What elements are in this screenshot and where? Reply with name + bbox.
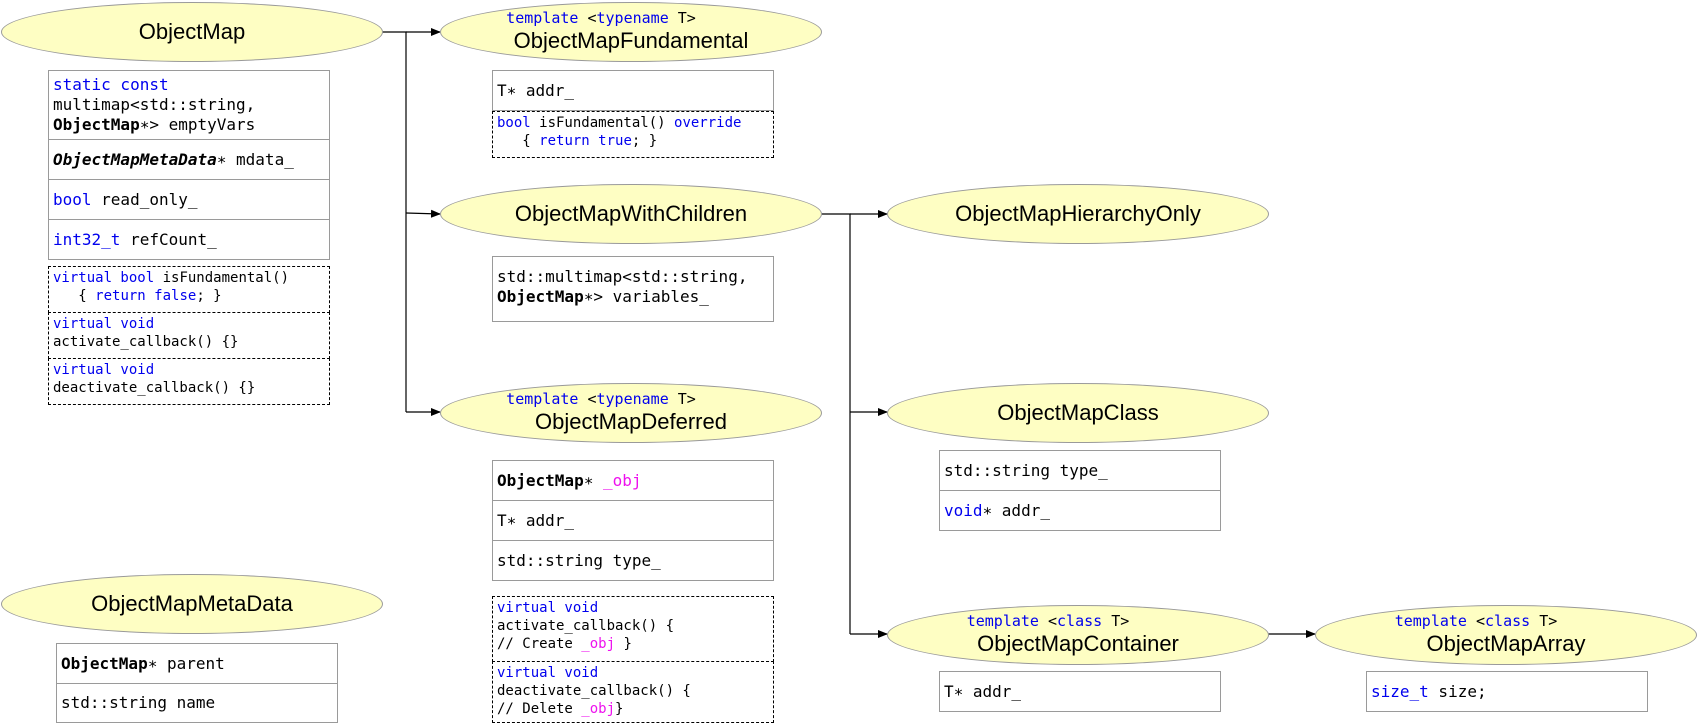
member-deferred-obj: ObjectMap∗ _obj: [492, 460, 774, 501]
connector-to-with-children: [405, 209, 441, 218]
member-array-size: size_t size;: [1366, 671, 1648, 712]
method-activate-callback: virtual void activate_callback() {}: [48, 312, 330, 359]
node-object-map-fundamental: template <typename T> ObjectMapFundament…: [440, 2, 822, 62]
node-title: ObjectMapClass: [997, 400, 1159, 425]
member-deferred-addr: T∗ addr_: [492, 500, 774, 541]
method-deactivate-callback: virtual void deactivate_callback() {}: [48, 358, 330, 405]
member-read-only: bool read_only_: [48, 179, 330, 220]
template-line: template <class T>: [966, 612, 1130, 630]
node-object-map: ObjectMap: [1, 2, 383, 62]
method-deferred-activate-callback: virtual void activate_callback() { // Cr…: [492, 596, 774, 662]
node-object-map-array: template <class T> ObjectMapArray: [1315, 605, 1697, 665]
node-title: ObjectMapArray: [1426, 631, 1586, 656]
member-meta-parent: ObjectMap∗ parent: [56, 643, 338, 684]
member-class-addr: void∗ addr_: [939, 490, 1221, 531]
node-object-map-hierarchy-only: ObjectMapHierarchyOnly: [887, 184, 1269, 244]
member-variables: std::multimap<std::string, ObjectMap∗> v…: [492, 256, 774, 322]
member-class-type: std::string type_: [939, 450, 1221, 491]
member-ref-count: int32_t refCount_: [48, 219, 330, 260]
method-is-fundamental: virtual bool isFundamental() { return fa…: [48, 266, 330, 313]
node-object-map-container: template <class T> ObjectMapContainer: [887, 605, 1269, 665]
template-line: template <class T>: [1394, 612, 1558, 630]
node-object-map-with-children: ObjectMapWithChildren: [440, 184, 822, 244]
node-title: ObjectMapContainer: [977, 631, 1179, 656]
member-mdata: ObjectMapMetaData∗ mdata_: [48, 139, 330, 180]
node-title: ObjectMapDeferred: [535, 409, 727, 434]
template-line: template <typename T>: [506, 9, 696, 27]
node-object-map-deferred: template <typename T> ObjectMapDeferred: [440, 383, 822, 443]
node-title: ObjectMapWithChildren: [514, 201, 748, 226]
member-fundamental-addr: T∗ addr_: [492, 70, 774, 111]
node-title: ObjectMapFundamental: [513, 28, 749, 53]
method-deferred-deactivate-callback: virtual void deactivate_callback() { // …: [492, 661, 774, 723]
member-empty-vars: static const multimap<std::string, Objec…: [48, 70, 330, 140]
connector-withchildren-trunk: [822, 213, 851, 634]
method-fundamental-is-fundamental: bool isFundamental() override { return t…: [492, 111, 774, 158]
member-container-addr: T∗ addr_: [939, 671, 1221, 712]
node-object-map-class: ObjectMapClass: [887, 383, 1269, 443]
node-title: ObjectMapHierarchyOnly: [955, 201, 1201, 226]
member-meta-name: std::string name: [56, 683, 338, 723]
node-object-map-meta-data: ObjectMapMetaData: [1, 574, 383, 634]
node-title: ObjectMap: [138, 19, 246, 44]
member-deferred-type: std::string type_: [492, 540, 774, 581]
node-title: ObjectMapMetaData: [91, 591, 293, 616]
connector-objectmap-trunk: [382, 31, 407, 412]
template-line: template <typename T>: [506, 390, 696, 408]
